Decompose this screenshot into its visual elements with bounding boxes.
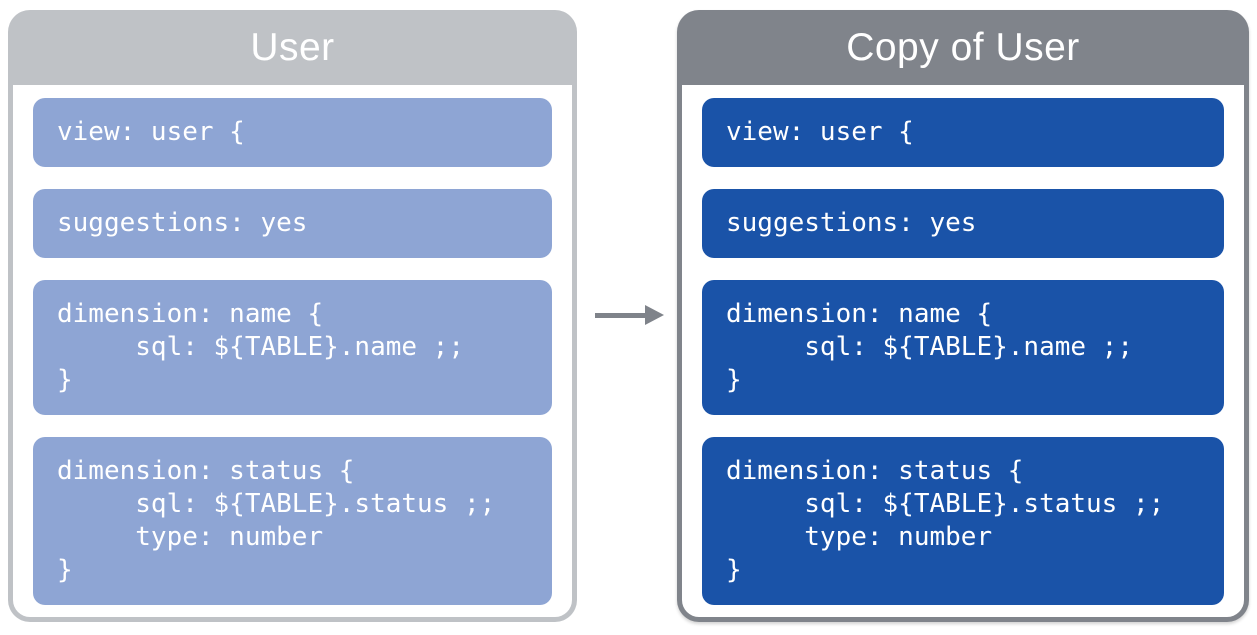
code-block-view: view: user {: [702, 98, 1224, 167]
code-block-view: view: user {: [33, 98, 552, 167]
arrow-head: [645, 305, 664, 325]
code-block-dimension-name: dimension: name { sql: ${TABLE}.name ;; …: [33, 280, 552, 415]
copy-of-user-panel-body: view: user { suggestions: yes dimension:…: [682, 85, 1244, 617]
user-panel-body: view: user { suggestions: yes dimension:…: [13, 85, 572, 617]
copy-of-user-panel-title: Copy of User: [846, 25, 1080, 69]
copy-of-user-panel: Copy of User view: user { suggestions: y…: [677, 10, 1249, 622]
code-block-suggestions: suggestions: yes: [33, 189, 552, 258]
code-block-suggestions: suggestions: yes: [702, 189, 1224, 258]
copy-arrow-icon: [595, 305, 664, 326]
code-block-dimension-status: dimension: status { sql: ${TABLE}.status…: [33, 437, 552, 605]
code-block-dimension-name: dimension: name { sql: ${TABLE}.name ;; …: [702, 280, 1224, 415]
copy-of-user-panel-header: Copy of User: [682, 10, 1244, 85]
arrow-line: [595, 313, 649, 318]
user-panel: User view: user { suggestions: yes dimen…: [8, 10, 577, 622]
user-panel-title: User: [250, 25, 335, 69]
user-panel-header: User: [13, 10, 572, 85]
code-block-dimension-status: dimension: status { sql: ${TABLE}.status…: [702, 437, 1224, 605]
